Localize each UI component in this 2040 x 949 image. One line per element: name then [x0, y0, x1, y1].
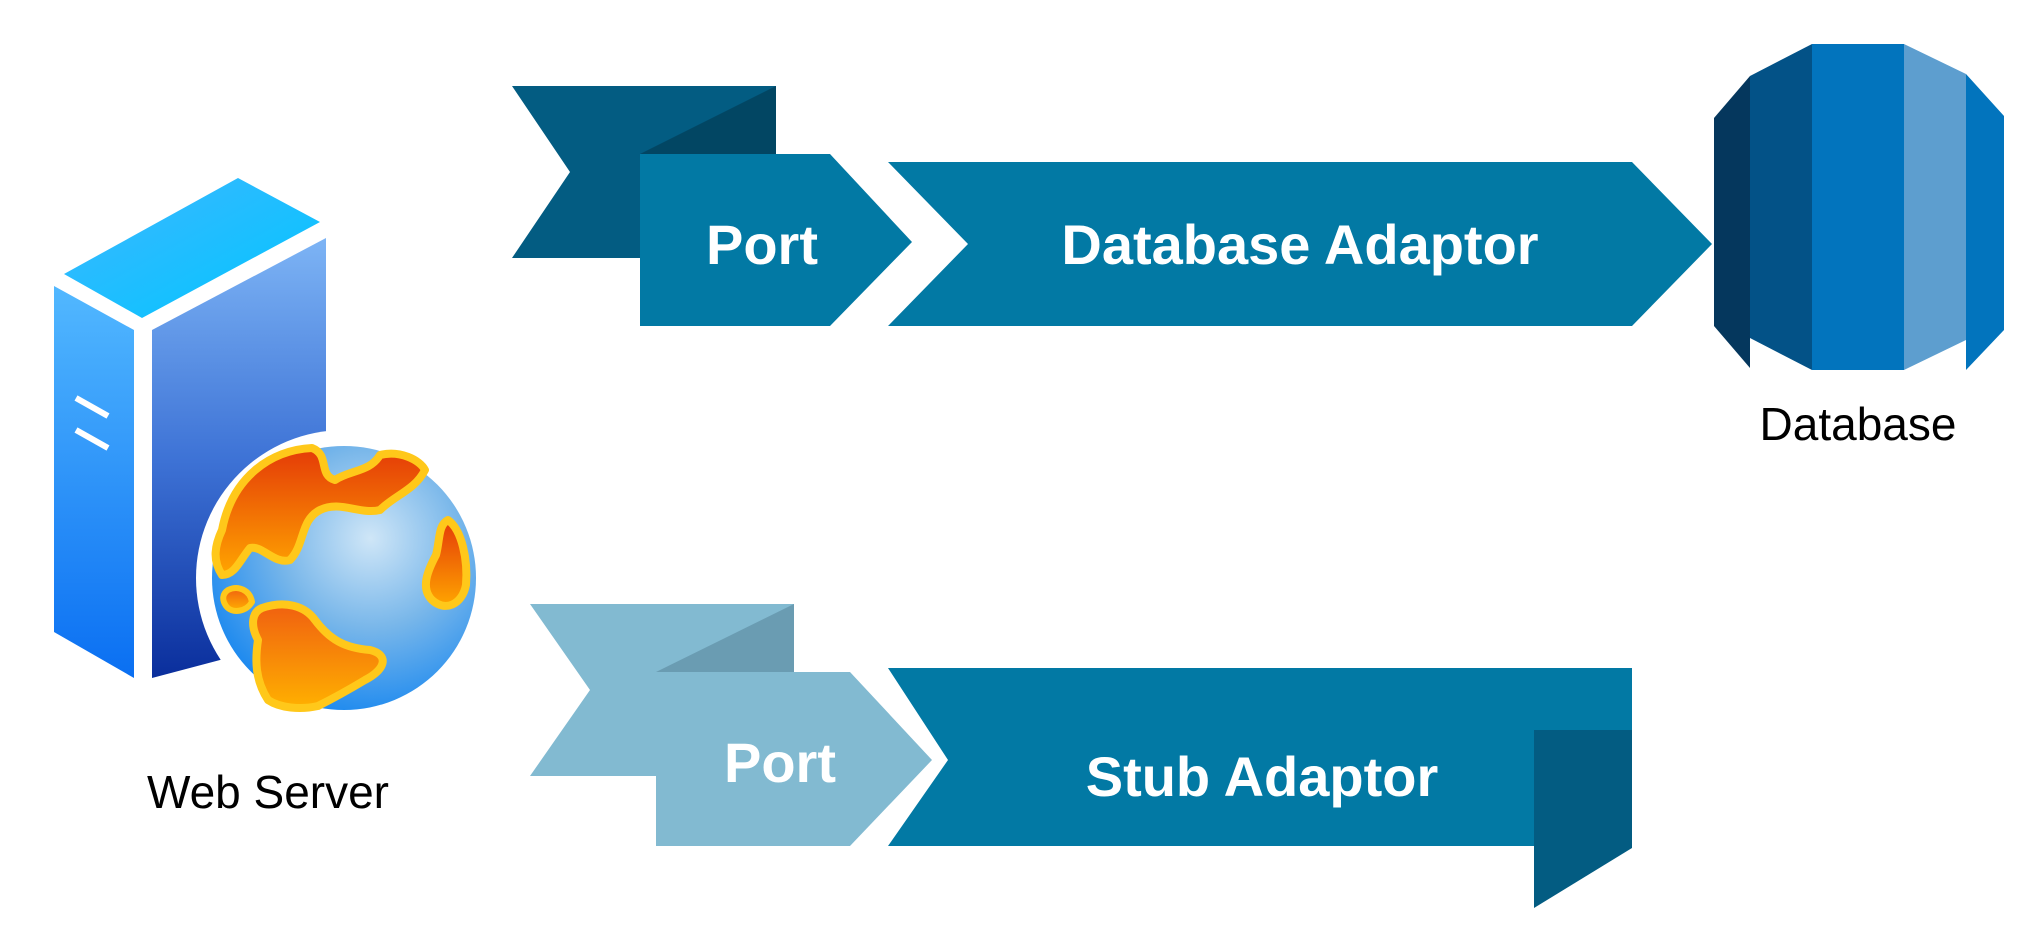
- database-adaptor-label: Database Adaptor: [1061, 213, 1538, 276]
- bottom-port-banner: [530, 604, 932, 846]
- web-server-globe-icon: [54, 178, 492, 726]
- stub-adaptor-label: Stub Adaptor: [1086, 745, 1439, 808]
- top-port-label: Port: [706, 213, 818, 276]
- globe-icon: [196, 430, 492, 726]
- database-label: Database: [1760, 398, 1957, 450]
- stub-adaptor-banner: [888, 668, 1632, 908]
- top-port-banner: [512, 86, 912, 326]
- web-server-label: Web Server: [147, 766, 389, 818]
- database-adaptor-banner: [888, 162, 1712, 326]
- database-cylinder-icon: [1714, 44, 2004, 370]
- bottom-port-label: Port: [724, 731, 836, 794]
